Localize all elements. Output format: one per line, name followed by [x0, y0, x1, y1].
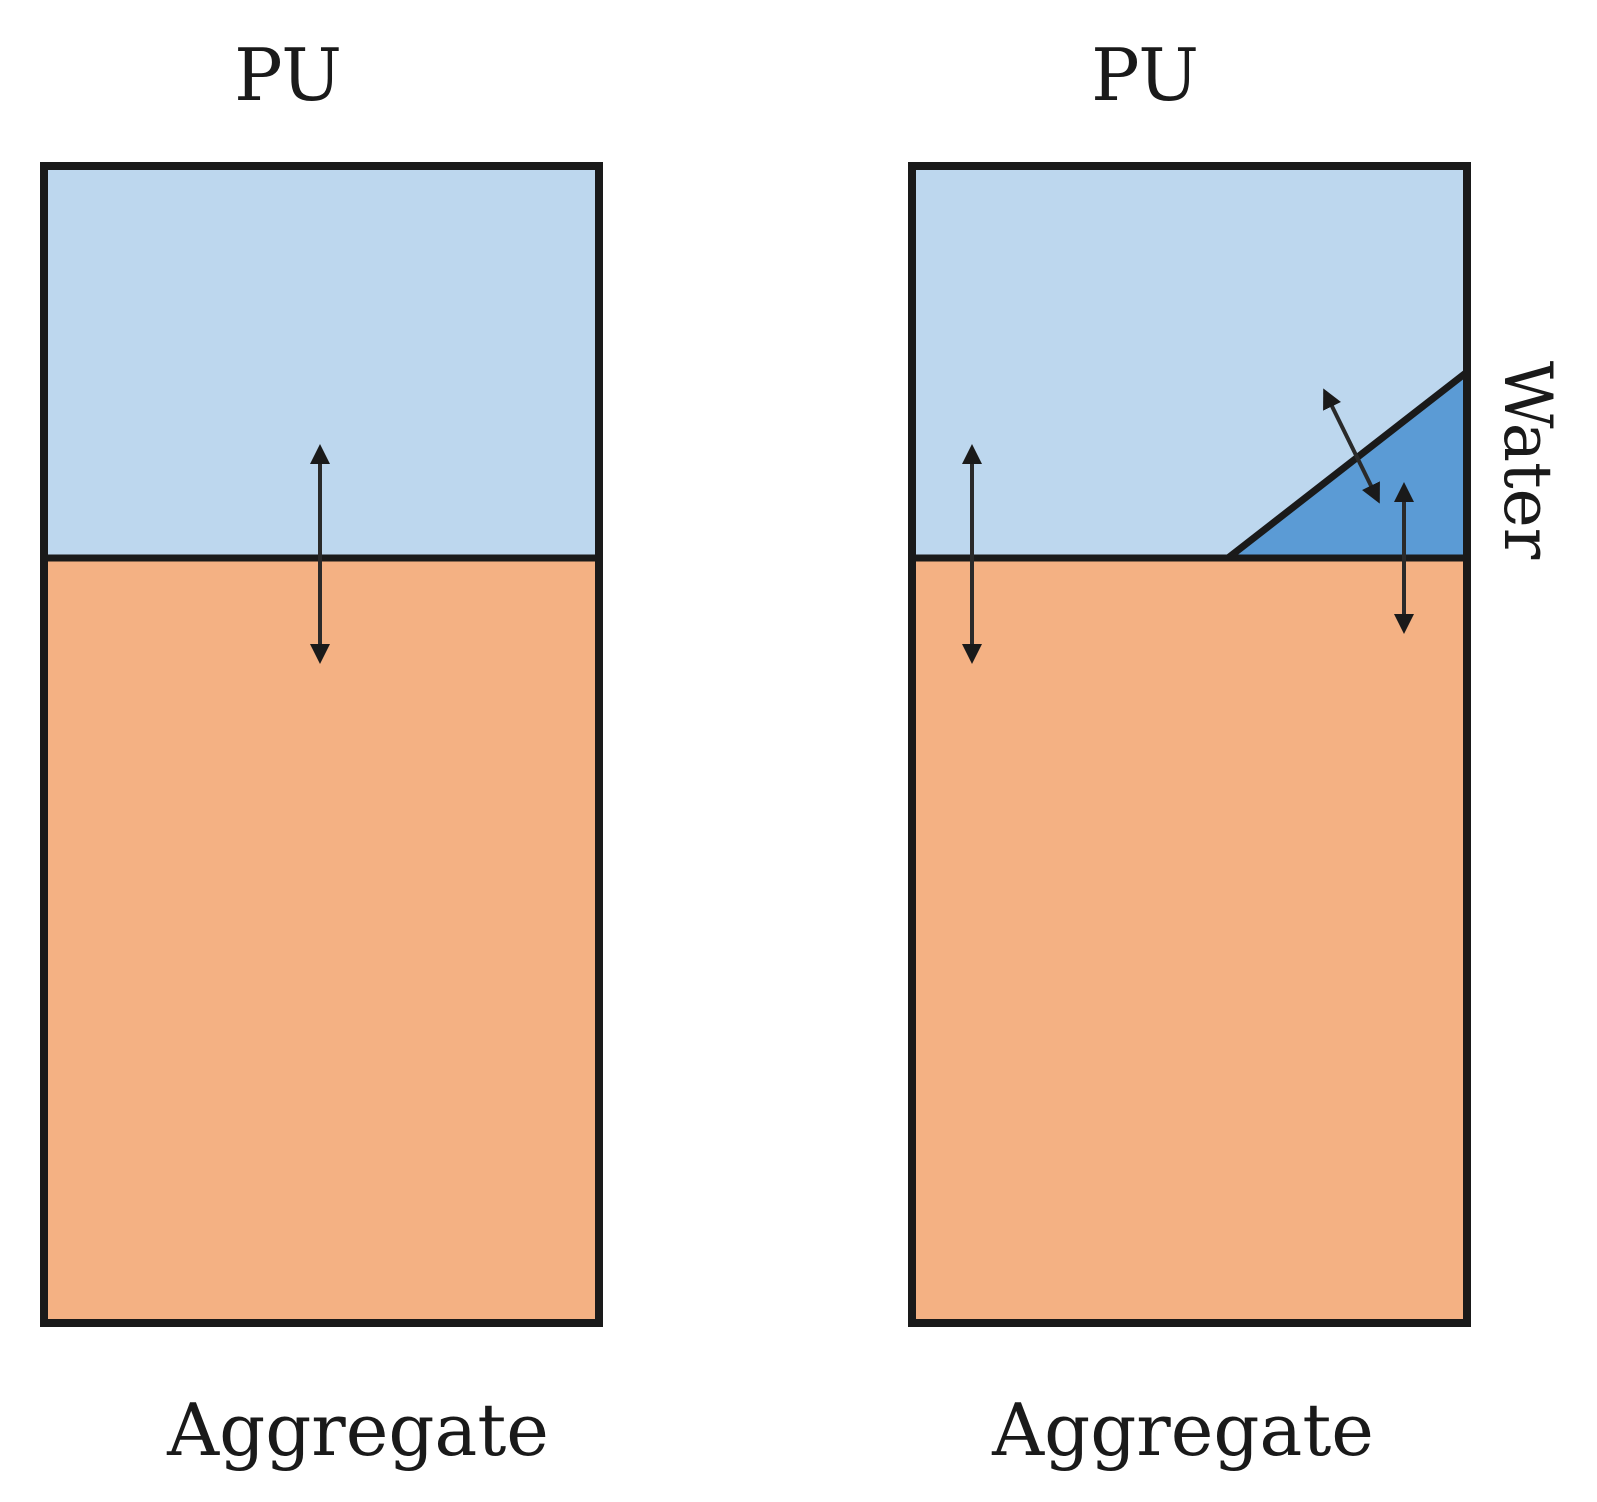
panel-dry-frame — [40, 162, 603, 1327]
panel-wet-aggregate-label: Aggregate — [991, 1388, 1374, 1472]
panel-wet-frame — [908, 162, 1471, 1327]
panel-dry-pu-label: PU — [234, 33, 342, 117]
panel-wet: PU Water Aggregate — [908, 33, 1566, 1472]
panel-wet-aggregate-layer — [912, 558, 1467, 1323]
panel-dry-aggregate-label: Aggregate — [166, 1388, 549, 1472]
panel-dry-aggregate-layer — [44, 558, 599, 1323]
panel-wet-water-label: Water — [1489, 361, 1566, 560]
panel-dry: PU Aggregate — [40, 33, 603, 1472]
panel-wet-pu-label: PU — [1091, 33, 1199, 117]
panel-wet-pu-water-arrow — [1323, 388, 1380, 504]
